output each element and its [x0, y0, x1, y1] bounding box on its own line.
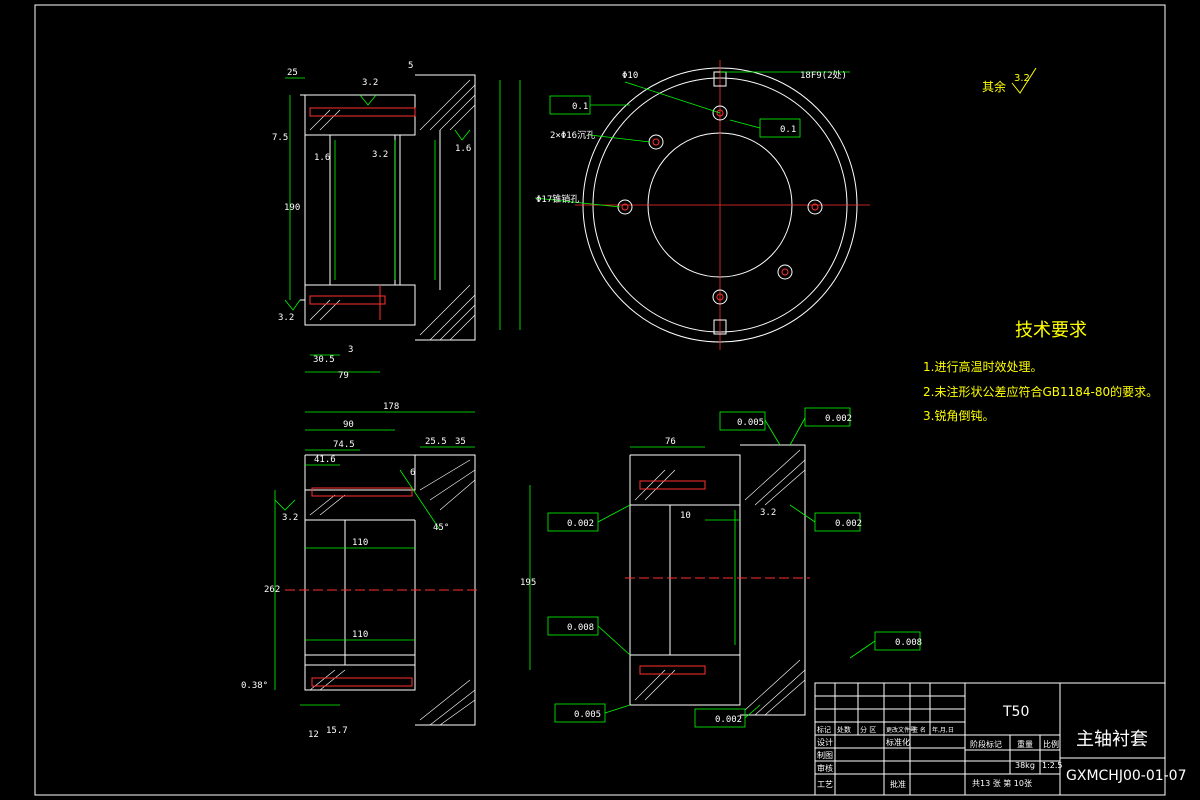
svg-text:30.5: 30.5	[313, 355, 335, 365]
view1-dimension-labels: 25 3.2 5 7.5 1.6 3.2 1.6 3.2 30.5 79 3 1…	[272, 61, 471, 381]
scale-value: 1:2.5	[1042, 761, 1063, 770]
stage-label: 阶段标记	[970, 739, 1002, 749]
svg-text:0.002: 0.002	[835, 519, 862, 529]
tech-requirement-2: 2.未注形状公差应符合GB1184-80的要求。	[923, 384, 1158, 399]
svg-text:0.38°: 0.38°	[241, 681, 268, 691]
title-block-row-labels: 标记 处数 分 区 更改文件号 签 名 年,月,日	[817, 725, 954, 734]
svg-text:110: 110	[352, 630, 368, 640]
tech-requirement-1: 1.进行高温时效处理。	[923, 359, 1042, 374]
svg-text:12: 12	[308, 730, 319, 740]
view2-dimension-labels: 178 90 74.5 41.6 25.5 35 6 45° 110 110 3…	[241, 402, 466, 740]
svg-text:74.5: 74.5	[333, 440, 355, 450]
tech-requirement-3: 3.锐角倒钝。	[923, 409, 994, 423]
svg-text:0.005: 0.005	[737, 418, 764, 428]
svg-text:审核: 审核	[817, 763, 833, 773]
svg-text:178: 178	[383, 402, 399, 412]
svg-text:2×Φ16沉孔: 2×Φ16沉孔	[550, 130, 595, 141]
svg-text:1.6: 1.6	[455, 144, 471, 154]
svg-text:15.7: 15.7	[326, 726, 348, 736]
svg-text:3.2: 3.2	[278, 313, 294, 323]
svg-text:0.1: 0.1	[780, 125, 796, 135]
svg-text:262: 262	[264, 585, 280, 595]
svg-text:90: 90	[343, 420, 354, 430]
section-view-top-left	[284, 74, 521, 373]
svg-text:Φ17锥销孔: Φ17锥销孔	[536, 193, 579, 205]
model-label: T50	[1002, 704, 1029, 720]
section-view-bottom-left	[274, 411, 480, 726]
view4-dimension-labels: Φ10 18F9(2处) 0.1 0.1 2×Φ16沉孔 Φ17锥销孔	[536, 69, 847, 205]
svg-text:3: 3	[348, 345, 353, 355]
svg-text:制图: 制图	[817, 750, 833, 760]
svg-text:195: 195	[520, 578, 536, 588]
svg-text:1.6: 1.6	[314, 153, 330, 163]
drawing-border	[34, 4, 1166, 796]
svg-text:签 名: 签 名	[912, 726, 926, 734]
svg-text:18F9(2处): 18F9(2处)	[800, 69, 847, 81]
svg-text:设计: 设计	[817, 737, 833, 747]
svg-text:0.008: 0.008	[895, 638, 922, 648]
section-view-bottom-middle	[529, 407, 921, 728]
svg-text:Φ10: Φ10	[622, 71, 638, 81]
svg-text:25: 25	[287, 68, 298, 78]
weight-value: 38kg	[1015, 761, 1035, 770]
svg-text:25.5: 25.5	[425, 437, 447, 447]
svg-text:0.005: 0.005	[574, 710, 601, 720]
svg-text:35: 35	[455, 437, 466, 447]
svg-text:3.2: 3.2	[760, 508, 776, 518]
svg-text:6: 6	[410, 468, 415, 478]
svg-text:45°: 45°	[433, 523, 449, 533]
tech-requirements-title: 技术要求	[1015, 320, 1087, 341]
svg-text:分 区: 分 区	[860, 725, 876, 734]
svg-text:年,月,日: 年,月,日	[932, 726, 954, 734]
surface-roughness-symbol	[1011, 67, 1037, 94]
svg-text:3.2: 3.2	[362, 78, 378, 88]
svg-text:更改文件号: 更改文件号	[886, 726, 916, 734]
svg-text:110: 110	[352, 538, 368, 548]
weight-label: 重量	[1017, 739, 1033, 749]
svg-text:7.5: 7.5	[272, 133, 288, 143]
svg-text:0.002: 0.002	[715, 715, 742, 725]
svg-text:工艺: 工艺	[817, 780, 833, 789]
svg-text:标记: 标记	[817, 725, 831, 734]
svg-text:3.2: 3.2	[282, 513, 298, 523]
surface-note-label: 其余	[982, 79, 1006, 94]
svg-text:0.002: 0.002	[567, 519, 594, 529]
title-block-left-labels: 设计 标准化 制图 审核 工艺 批准	[817, 737, 910, 789]
svg-text:0.008: 0.008	[567, 623, 594, 633]
svg-text:批准: 批准	[890, 779, 906, 789]
view3-dimension-labels: 76 10 0.005 0.002 0.002 0.002 0.008 0.00…	[520, 414, 922, 725]
svg-text:190: 190	[284, 203, 300, 213]
scale-label: 比例	[1043, 739, 1059, 749]
end-view-circle	[534, 60, 870, 350]
title-block	[814, 682, 1166, 796]
svg-text:0.002: 0.002	[825, 414, 852, 424]
svg-text:79: 79	[338, 371, 349, 381]
part-name: 主轴衬套	[1076, 729, 1148, 750]
svg-text:10: 10	[680, 511, 691, 521]
svg-text:处数: 处数	[837, 725, 851, 734]
svg-text:41.6: 41.6	[314, 455, 336, 465]
drawing-number: GXMCHJ00-01-07	[1066, 768, 1187, 784]
svg-text:0.1: 0.1	[572, 102, 588, 112]
svg-text:5: 5	[408, 61, 413, 71]
svg-text:76: 76	[665, 437, 676, 447]
svg-text:3.2: 3.2	[372, 150, 388, 160]
svg-text:标准化: 标准化	[886, 737, 910, 747]
sheet-count: 共13 张 第 10张	[972, 778, 1032, 788]
surface-note-value: 3.2	[1014, 73, 1030, 84]
